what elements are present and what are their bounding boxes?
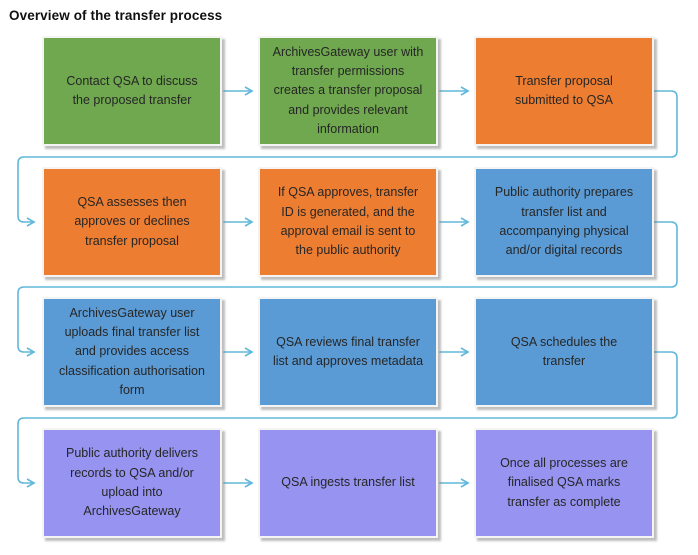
step-deliver-records: Public authority delivers records to QSA… bbox=[42, 428, 222, 538]
step-qsa-schedules-transfer: QSA schedules the transfer bbox=[474, 297, 654, 407]
step-label: QSA assesses then approves or declines t… bbox=[74, 194, 190, 248]
step-label: Public authority prepares transfer list … bbox=[494, 185, 634, 258]
step-transfer-complete: Once all processes are finalised QSA mar… bbox=[474, 428, 654, 538]
step-qsa-reviews-metadata: QSA reviews final transfer list and appr… bbox=[258, 297, 438, 407]
step-label: ArchivesGateway user with transfer permi… bbox=[272, 44, 424, 137]
step-contact-qsa: Contact QSA to discuss the proposed tran… bbox=[42, 36, 222, 146]
step-label: Transfer proposal submitted to QSA bbox=[515, 73, 613, 107]
step-qsa-assesses-proposal: QSA assesses then approves or declines t… bbox=[42, 167, 222, 277]
step-create-transfer-proposal: ArchivesGateway user with transfer permi… bbox=[258, 36, 438, 146]
step-transfer-id-generated: If QSA approves, transfer ID is generate… bbox=[258, 167, 438, 277]
step-prepare-transfer-list: Public authority prepares transfer list … bbox=[474, 167, 654, 277]
step-label: QSA ingests transfer list bbox=[281, 475, 415, 490]
step-label: QSA reviews final transfer list and appr… bbox=[272, 334, 424, 368]
step-proposal-submitted: Transfer proposal submitted to QSA bbox=[474, 36, 654, 146]
step-label: ArchivesGateway user uploads final trans… bbox=[59, 305, 205, 398]
page-title: Overview of the transfer process bbox=[9, 8, 223, 23]
step-label: If QSA approves, transfer ID is generate… bbox=[277, 185, 419, 258]
step-label: Once all processes are finalised QSA mar… bbox=[500, 455, 628, 509]
step-qsa-ingests-transfer-list: QSA ingests transfer list bbox=[258, 428, 438, 538]
step-label: Public authority delivers records to QSA… bbox=[65, 446, 198, 519]
step-upload-final-transfer-list: ArchivesGateway user uploads final trans… bbox=[42, 297, 222, 407]
step-label: Contact QSA to discuss the proposed tran… bbox=[66, 73, 198, 107]
step-label: QSA schedules the transfer bbox=[510, 334, 618, 368]
